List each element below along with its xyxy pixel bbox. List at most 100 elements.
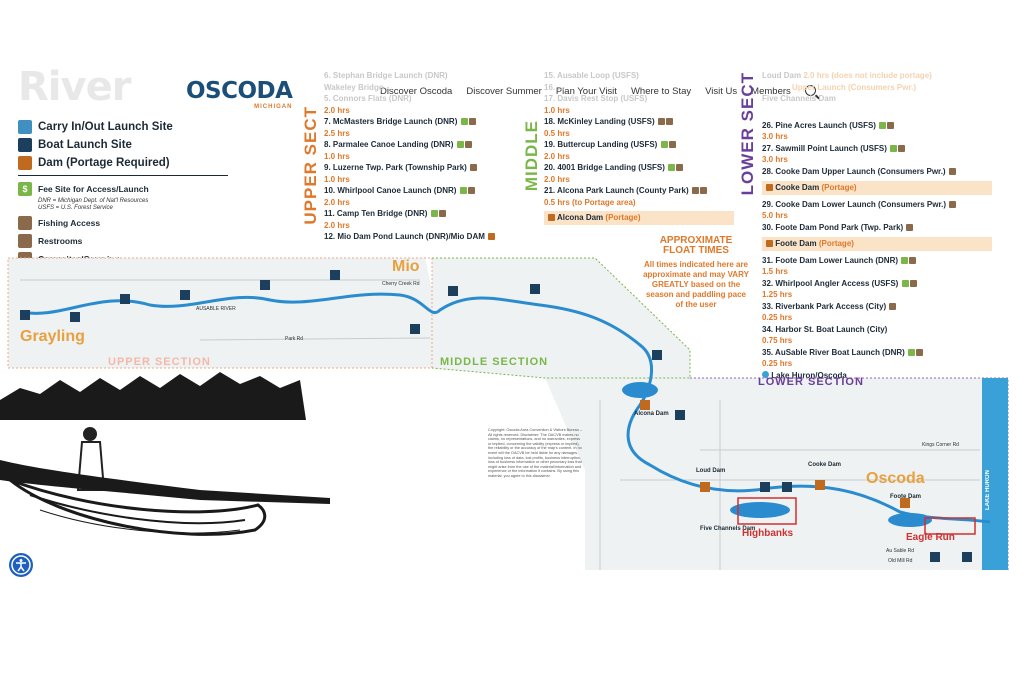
- map-five-channels-dam: Five Channels Dam: [700, 526, 756, 532]
- logo-sub: MICHIGAN: [254, 104, 293, 110]
- lower-item-34: 34. Harbor St. Boat Launch (City): [762, 324, 992, 336]
- lower-item-27-name: 27. Sawmill Point Launch (USFS): [762, 143, 887, 153]
- upper-faded-6: 6. Stephan Bridge Launch (DNR): [324, 71, 448, 80]
- upper-time-faded: 2.0 hrs: [324, 105, 350, 115]
- nav-where-stay[interactable]: Where to Stay: [630, 86, 692, 97]
- alcona-dam-portage: (Portage): [605, 213, 641, 222]
- middle-item-20-name: 20. 4001 Bridge Landing (USFS): [544, 163, 665, 172]
- float-times-note: APPROXIMATE FLOAT TIMES All times indica…: [642, 236, 750, 310]
- foote-dam-portage: (Portage): [818, 239, 854, 248]
- map-eagle-run: Eagle Run: [906, 532, 955, 543]
- alcona-dam-name: Alcona Dam: [556, 213, 604, 222]
- accessibility-icon: [11, 555, 31, 575]
- upper-time-10: 2.0 hrs: [324, 197, 350, 207]
- upper-item-12-name: 12. Mio Dam Pond Launch (DNR)/Mio DAM: [324, 232, 485, 241]
- lower-item-30: 30. Foote Dam Pond Park (Twp. Park): [762, 222, 992, 234]
- legend-dam: Dam (Portage Required): [38, 157, 170, 169]
- map-loud-dam: Loud Dam: [696, 468, 726, 474]
- legend-note-usfs: USFS = U.S. Forest Service: [38, 205, 113, 211]
- middle-faded-15: 15. Ausable Loop (USFS): [544, 71, 639, 80]
- lower-section-map-label: LOWER SECTION: [758, 376, 864, 388]
- upper-section-label: UPPER SECT: [301, 106, 320, 225]
- lower-item-31-name: 31. Foote Dam Lower Launch (DNR): [762, 255, 899, 265]
- oscoda-logo[interactable]: OSCODA MICHIGAN: [186, 78, 293, 110]
- float-times-head2: FLOAT TIMES: [663, 245, 729, 256]
- lower-item-26: 26. Pine Acres Launch (USFS): [762, 120, 992, 132]
- town-mio: Mio: [392, 258, 420, 275]
- middle-item-20: 20. 4001 Bridge Landing (USFS): [544, 162, 734, 174]
- upper-item-10: 10. Whirlpool Canoe Launch (DNR): [324, 185, 524, 197]
- nav-plan-visit[interactable]: Plan Your Visit: [555, 86, 617, 97]
- canoe-paddle-stroke: [0, 460, 330, 504]
- middle-time-21: 0.5 hrs (to Portage area): [544, 197, 636, 207]
- map-kings-corner-rd: Kings Corner Rd: [922, 442, 959, 448]
- map-park-rd: Park Rd: [285, 336, 304, 342]
- map-copyright: Copyright: Oscoda Area Convention & Visi…: [488, 428, 583, 478]
- upper-item-9-name: 9. Luzerne Twp. Park (Township Park): [324, 163, 467, 172]
- lower-item-27: 27. Sawmill Point Launch (USFS): [762, 143, 992, 155]
- middle-time-17: 1.0 hrs: [544, 105, 570, 115]
- middle-section-label: MIDDLE: [522, 120, 541, 192]
- highbanks-box: [737, 497, 797, 525]
- lake-huron-end-label: Lake Huron/Oscoda: [771, 370, 847, 380]
- lower-item-33: 33. Riverbank Park Access (City): [762, 301, 992, 313]
- lower-item-32-name: 32. Whirlpool Angler Access (USFS): [762, 278, 899, 288]
- nav-discover-summer[interactable]: Discover Summer: [466, 86, 542, 97]
- upper-time-7: 2.5 hrs: [324, 128, 350, 138]
- map-lake-huron: LAKE HURON: [985, 470, 991, 510]
- upper-item-11: 11. Camp Ten Bridge (DNR): [324, 208, 524, 220]
- legend-divider: [18, 175, 228, 176]
- legend-fishing: Fishing Access: [38, 218, 101, 228]
- legend-carry: Carry In/Out Launch Site: [38, 121, 173, 133]
- cooke-dam-portage: (Portage): [821, 183, 857, 192]
- upper-faded-wakeley: Wakeley Bridge ...: [324, 82, 393, 92]
- middle-section-map-label: MIDDLE SECTION: [440, 356, 549, 368]
- lower-item-29: 29. Cooke Dam Lower Launch (Consumers Pw…: [762, 199, 992, 211]
- paddler-head: [83, 427, 97, 441]
- upper-item-9: 9. Luzerne Twp. Park (Township Park): [324, 162, 524, 174]
- map-cooke-dam: Cooke Dam: [808, 462, 842, 468]
- lower-faded-loud: Loud Dam 2.0 hrs (does not include porta…: [762, 70, 992, 82]
- middle-item-19: 19. Buttercup Landing (USFS): [544, 139, 734, 151]
- lower-faded-loud-name: Loud Dam: [762, 71, 802, 80]
- boat-launch-icon: [18, 138, 32, 152]
- eagle-run-box: [924, 517, 976, 535]
- nav-visit-us[interactable]: Visit Us: [705, 86, 738, 97]
- lower-section-label: LOWER SECT: [738, 72, 757, 196]
- upper-land: [8, 258, 432, 368]
- accessibility-button[interactable]: [9, 553, 33, 577]
- legend-restrooms: Restrooms: [38, 236, 83, 246]
- middle-item-18: 18. McKinley Landing (USFS): [544, 116, 734, 128]
- middle-item-18-name: 18. McKinley Landing (USFS): [544, 117, 655, 126]
- carry-launch-icon: [18, 120, 32, 134]
- map-cherry-creek-rd: Cherry Creek Rd: [382, 281, 420, 287]
- lower-time-27: 3.0 hrs: [762, 155, 788, 164]
- middle-faded-16: 16. ...: [544, 82, 565, 92]
- logo-text: OSCODA: [186, 78, 293, 104]
- middle-item-19-name: 19. Buttercup Landing (USFS): [544, 140, 658, 149]
- upper-list: 6. Stephan Bridge Launch (DNR) Wakeley B…: [324, 70, 524, 243]
- upper-time-8: 1.0 hrs: [324, 151, 350, 161]
- lower-faded-note-2: Upper Launch (Consumers Pwr.): [792, 82, 917, 92]
- nav-members[interactable]: Members: [751, 86, 791, 97]
- lower-time-33: 0.25 hrs: [762, 313, 793, 322]
- dam-icon: [18, 156, 32, 170]
- middle-time-18: 0.5 hrs: [544, 128, 570, 138]
- main-nav: Discover Oscoda Discover Summer Plan You…: [380, 85, 816, 97]
- middle-faded-17: 17. Davis Rest Stop (USFS): [544, 94, 648, 103]
- upper-item-11-name: 11. Camp Ten Bridge (DNR): [324, 209, 428, 218]
- lake-huron-end: Lake Huron/Oscoda: [762, 370, 992, 382]
- map-ausable-river: AUSABLE RIVER: [196, 306, 236, 312]
- lower-faded-five: Five Channels Dam: [762, 94, 836, 103]
- cooke-dam-box: Cooke Dam (Portage): [762, 181, 992, 195]
- river-map[interactable]: [0, 250, 1024, 580]
- lower-item-31: 31. Foote Dam Lower Launch (DNR): [762, 255, 992, 267]
- search-icon[interactable]: [804, 85, 816, 96]
- lower-item-29-name: 29. Cooke Dam Lower Launch (Consumers Pw…: [762, 199, 947, 209]
- upper-item-7: 7. McMasters Bridge Launch (DNR): [324, 116, 524, 128]
- upper-item-12: 12. Mio Dam Pond Launch (DNR)/Mio DAM: [324, 231, 524, 243]
- lower-item-32: 32. Whirlpool Angler Access (USFS): [762, 278, 992, 290]
- lower-time-32: 1.25 hrs: [762, 290, 793, 299]
- nav-discover-oscoda[interactable]: Discover Oscoda: [380, 86, 453, 97]
- legend-note-dnr: DNR = Michigan Dept. of Nat'l Resources: [38, 198, 149, 204]
